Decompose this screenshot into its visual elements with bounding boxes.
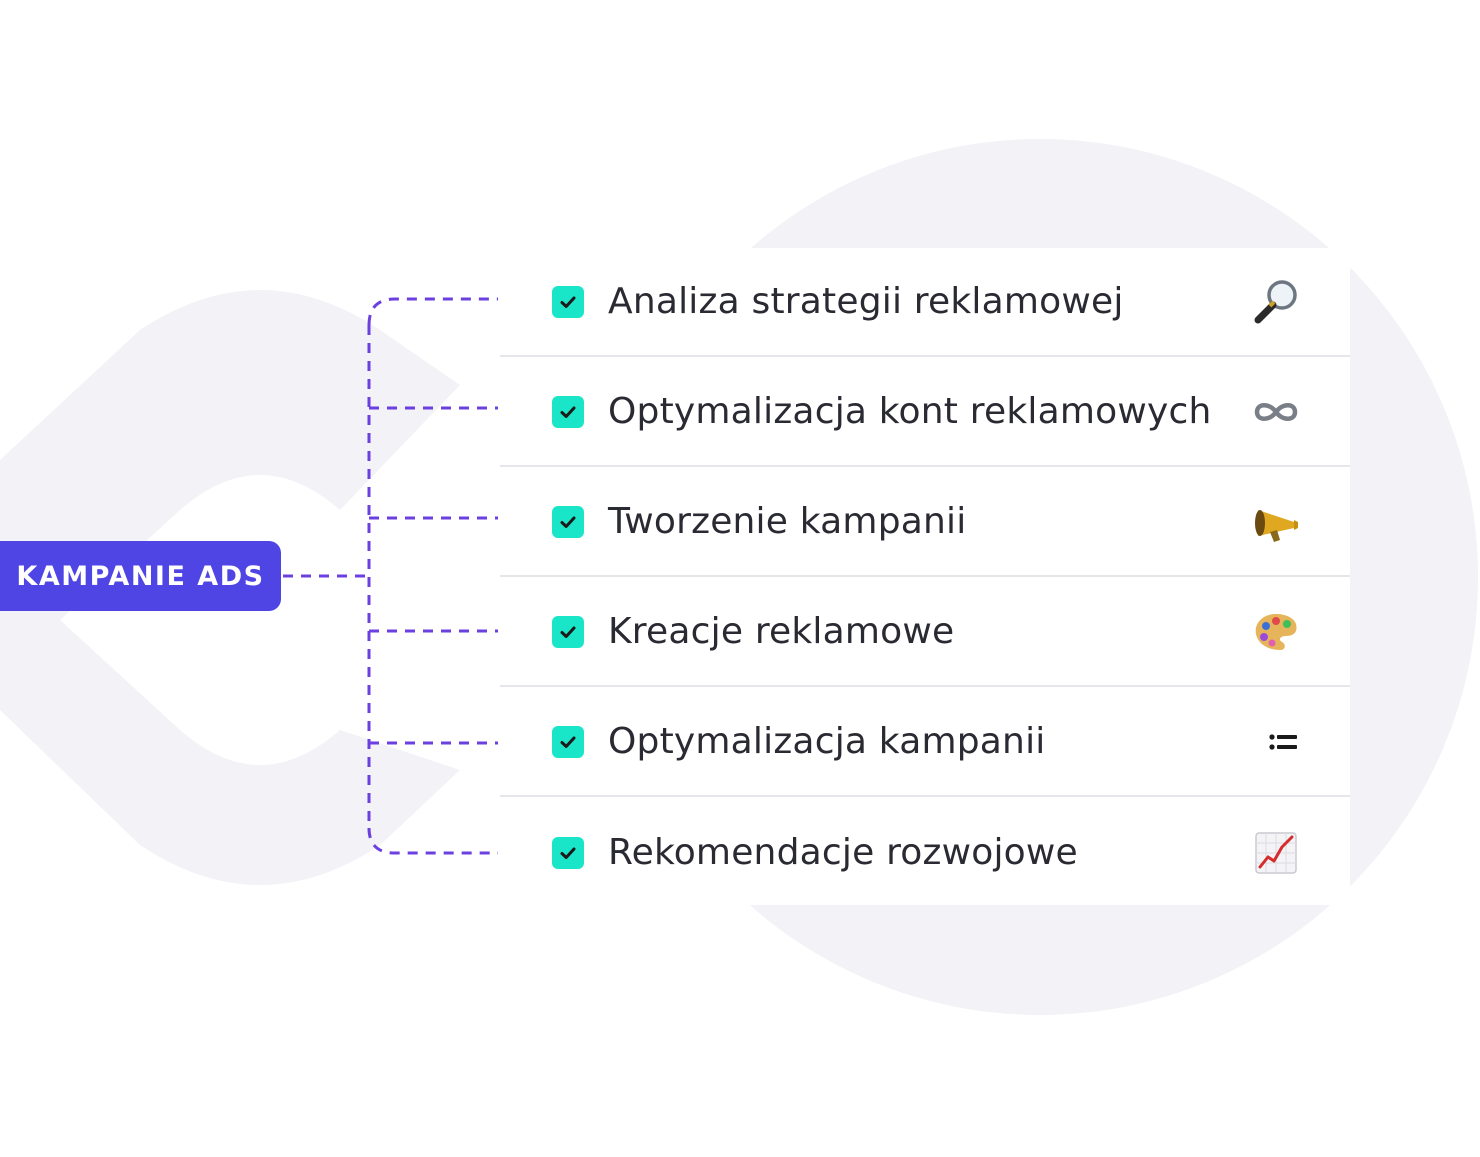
checklist-item-label: Tworzenie kampanii bbox=[608, 501, 967, 542]
checklist-item-analiza: Analiza strategii reklamowej bbox=[500, 248, 1350, 357]
checklist-item-label: Optymalizacja kampanii bbox=[608, 721, 1046, 762]
checklist-item-label: Analiza strategii reklamowej bbox=[608, 281, 1124, 322]
connector-branch-1 bbox=[367, 297, 498, 326]
checkbox-checked-icon bbox=[552, 395, 584, 428]
checklist-item-kreacje: Kreacje reklamowe bbox=[500, 578, 1350, 687]
checklist-item-label: Kreacje reklamowe bbox=[608, 611, 955, 652]
checkbox-checked-icon bbox=[552, 505, 584, 538]
connector-lines bbox=[283, 297, 498, 855]
checklist-item-optymalizacja-kampanii: Optymalizacja kampanii bbox=[500, 688, 1350, 797]
badge-label: KAMPANIE ADS bbox=[16, 560, 265, 592]
services-checklist-card: Analiza strategii reklamowej Optymalizac… bbox=[500, 248, 1350, 905]
checklist-item-tworzenie: Tworzenie kampanii bbox=[500, 468, 1350, 577]
kampanie-ads-badge: KAMPANIE ADS bbox=[0, 541, 281, 611]
checkbox-checked-icon bbox=[552, 725, 584, 758]
megaphone-icon bbox=[1250, 496, 1302, 548]
artist-palette-icon bbox=[1250, 606, 1302, 658]
checkbox-checked-icon bbox=[552, 615, 584, 648]
checklist-item-rekomendacje: Rekomendacje rozwojowe bbox=[500, 798, 1350, 907]
infinity-icon bbox=[1250, 386, 1302, 438]
checklist-item-label: Rekomendacje rozwojowe bbox=[608, 832, 1078, 873]
checkbox-checked-icon bbox=[552, 836, 584, 869]
magnifying-glass-icon bbox=[1250, 276, 1302, 328]
checklist-item-optymalizacja-kont: Optymalizacja kont reklamowych bbox=[500, 358, 1350, 467]
bulleted-list-icon bbox=[1250, 716, 1302, 768]
chart-increasing-icon bbox=[1250, 827, 1302, 879]
checkbox-checked-icon bbox=[552, 285, 584, 318]
checklist-item-label: Optymalizacja kont reklamowych bbox=[608, 391, 1212, 432]
connector-branch-6 bbox=[367, 827, 498, 855]
background-logo-shape bbox=[0, 290, 460, 885]
